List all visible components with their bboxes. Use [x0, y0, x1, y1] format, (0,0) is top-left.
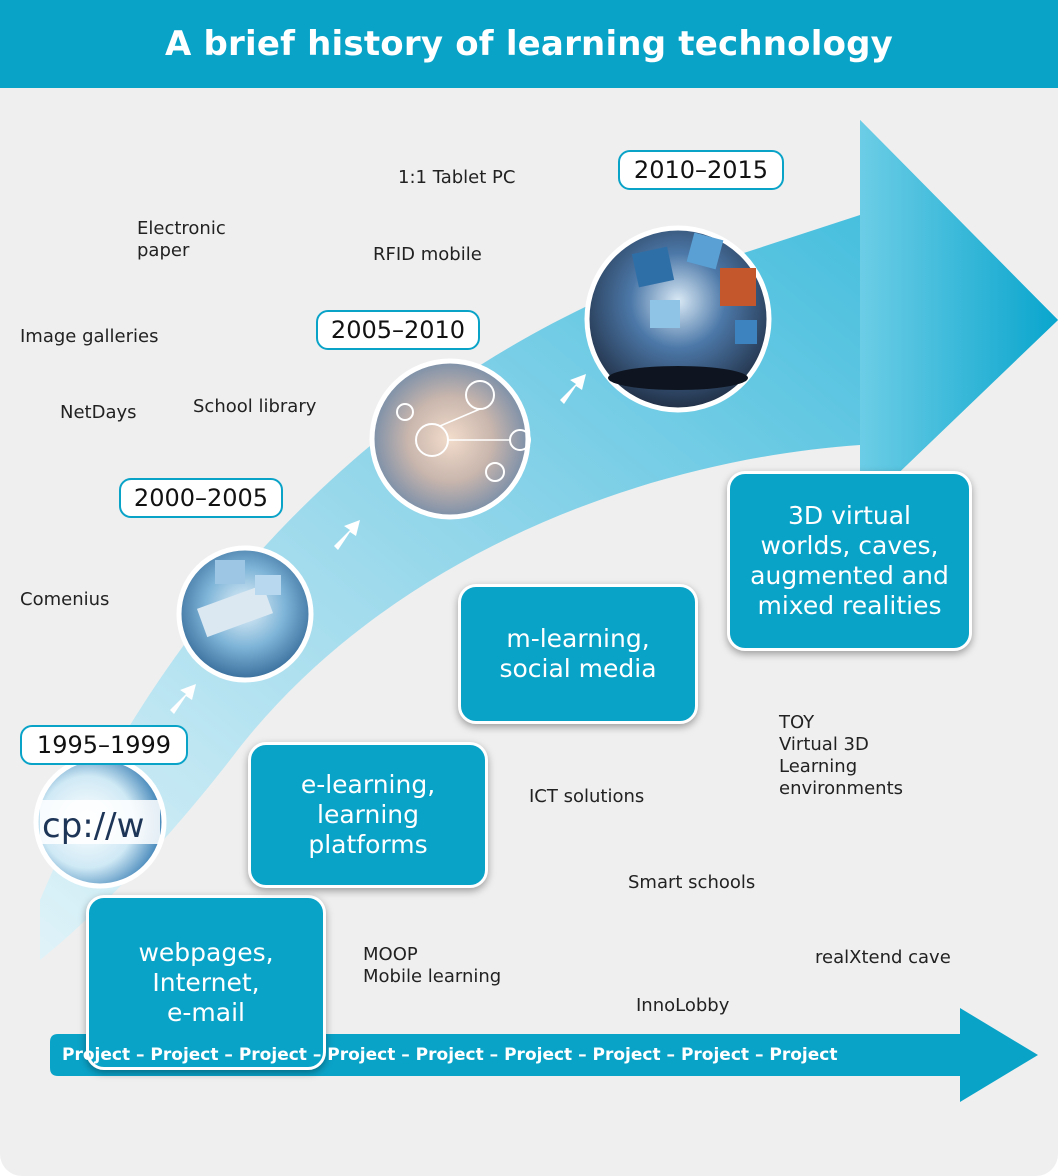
project-label-school-library: School library — [193, 396, 317, 417]
era-box-m-learning: m-learning, social media — [458, 584, 698, 724]
period-badge-1995: 1995–1999 — [20, 725, 188, 765]
circle-photo-2000 — [176, 545, 314, 683]
project-label-tablet-pc: 1:1 Tablet PC — [398, 167, 516, 188]
project-label-electronic-paper: Electronic paper — [137, 218, 226, 261]
period-badge-2005: 2005–2010 — [316, 310, 480, 350]
project-bar-text: Project – Project – Project – Project – … — [62, 1045, 838, 1065]
circle-photo-2010 — [584, 225, 772, 413]
project-label-innolobby: InnoLobby — [636, 995, 730, 1016]
project-label-netdays: NetDays — [60, 402, 137, 423]
circle-photo-1995: cp://w — [33, 755, 167, 889]
project-label-moop: MOOP Mobile learning — [363, 944, 502, 987]
period-badge-2010: 2010–2015 — [618, 150, 784, 190]
era-box-3d-virtual: 3D virtual worlds, caves, augmented and … — [727, 471, 972, 651]
project-label-toy: TOY Virtual 3D Learning environments — [779, 712, 904, 799]
project-label-comenius: Comenius — [20, 589, 110, 610]
project-label-rfid-mobile: RFID mobile — [373, 244, 482, 265]
arrow-icons — [170, 374, 586, 714]
project-label-image-galleries: Image galleries — [20, 326, 159, 347]
era-box-e-learning: e-learning, learning platforms — [248, 742, 488, 888]
era-box-webpages: webpages, Internet, e-mail — [86, 895, 326, 1070]
arrow-icon-1 — [170, 684, 196, 714]
period-badge-2000: 2000–2005 — [119, 478, 283, 518]
project-arrow — [50, 1008, 1038, 1102]
project-label-realxtend: realXtend cave — [815, 947, 951, 968]
svg-text:cp://w: cp://w — [42, 806, 144, 846]
circle-photo-2005 — [369, 358, 531, 520]
arrow-icon-3 — [560, 374, 586, 404]
timeline-curved-arrow — [40, 120, 1058, 960]
arrow-head — [860, 120, 1058, 510]
page-title: A brief history of learning technology — [0, 0, 1058, 88]
arrow-icon-2 — [334, 520, 360, 550]
project-label-ict-solutions: ICT solutions — [529, 786, 645, 807]
project-label-smart-schools: Smart schools — [628, 872, 756, 893]
